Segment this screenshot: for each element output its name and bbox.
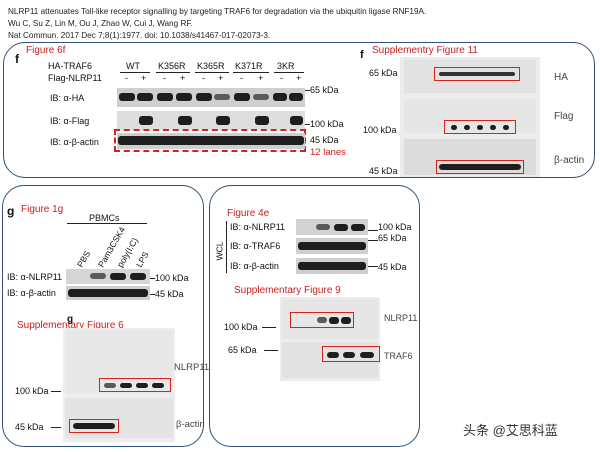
sign-9: - xyxy=(280,73,283,83)
ha-traf6-label: HA-TRAF6 xyxy=(48,61,93,71)
blot-actin-1g xyxy=(66,286,150,300)
citation-title: NLRP11 attenuates Toll-like receptor sig… xyxy=(8,7,427,16)
blot-label-traf6-4e: IB: α-TRAF6 xyxy=(230,241,281,251)
supp6-box-actin xyxy=(69,419,119,433)
sign-7: - xyxy=(240,73,243,83)
figure-6f-tag: Figure 6f xyxy=(26,45,66,56)
supp11-label-actin: β-actin xyxy=(554,155,585,166)
marker-65-kda: 65 kDa xyxy=(310,85,339,95)
supp11-box-actin xyxy=(436,160,524,174)
blot-label-actin: IB: α-β-actin xyxy=(50,137,99,147)
e-marker-65: 65 kDa xyxy=(378,233,407,243)
supp6-label-actin: β-actin xyxy=(176,419,205,430)
blot-nlrp11-1g xyxy=(66,269,150,284)
wcl-label: WCL xyxy=(214,241,225,261)
supp11-marker-100: 100 kDa xyxy=(363,125,397,135)
group-k356r: K356R xyxy=(158,61,186,71)
sign-1: - xyxy=(125,73,128,83)
supp11-marker-65: 65 kDa xyxy=(369,68,398,78)
sign-6: + xyxy=(218,73,224,83)
blot-label-nlrp11-4e: IB: α-NLRP11 xyxy=(230,222,286,232)
blot-label-actin-1g: IB: α-β-actin xyxy=(7,288,56,298)
g-marker-100: 100 kDa xyxy=(155,273,189,283)
figure-1g-letter: g xyxy=(7,204,15,218)
blot-actin-4e xyxy=(296,258,368,274)
blot-actin xyxy=(117,133,305,149)
e-marker-45: 45 kDa xyxy=(378,262,407,272)
supp-figure-6-tag: Supplementary Figure 6 xyxy=(17,320,124,331)
supp-figure-11-tag: Supplementry Figure 11 xyxy=(372,45,478,56)
actin-12-lanes-box xyxy=(114,129,306,152)
supp-figure-11-letter: f xyxy=(360,49,364,61)
supp11-box-flag xyxy=(444,120,516,134)
group-wt: WT xyxy=(126,61,140,71)
panel-figure-4e: Figure 4e WCL IB: α-NLRP11 IB: α-TRAF6 I… xyxy=(209,185,420,447)
twelve-lanes-note: 12 lanes xyxy=(310,147,346,158)
blot-label-actin-4e: IB: α-β-actin xyxy=(230,261,279,271)
sign-3: - xyxy=(163,73,166,83)
group-3kr: 3KR xyxy=(277,61,295,71)
supp9-box-nlrp11 xyxy=(290,312,354,328)
watermark: 头条 @艾思科蓝 xyxy=(463,423,558,438)
figure-1g-tag: Figure 1g xyxy=(21,204,64,215)
supp11-marker-45: 45 kDa xyxy=(369,166,398,176)
figure-6f-letter: f xyxy=(15,52,19,66)
panel-figure-6f: Figure 6f f HA-TRAF6 Flag-NLRP11 WT K356… xyxy=(3,42,595,178)
supp-figure-6-letter: g xyxy=(67,314,74,325)
sign-5: - xyxy=(202,73,205,83)
sign-8: + xyxy=(258,73,264,83)
supp6-marker-100: 100 kDa xyxy=(15,386,49,396)
supp9-label-nlrp11: NLRP11 xyxy=(384,313,418,323)
supp9-marker-100: 100 kDa xyxy=(224,322,258,332)
group-k371r: K371R xyxy=(235,61,263,71)
pbmcs-label: PBMCs xyxy=(89,213,120,223)
lane-lps: LPS xyxy=(134,249,151,269)
marker-45-kda: 45 kDa xyxy=(310,135,339,145)
panel-figure-1g: g Figure 1g PBMCs PBS Pam3CSK4 poly(I:C)… xyxy=(2,185,209,447)
sign-2: + xyxy=(141,73,147,83)
citation-journal: Nat Commun. 2017 Dec 7;8(1):1977. doi: 1… xyxy=(8,31,271,40)
figure-4e-tag: Figure 4e xyxy=(227,208,270,219)
supp9-marker-65: 65 kDa xyxy=(228,345,257,355)
blot-ha xyxy=(117,88,305,107)
supp-figure-9-tag: Supplementary Figure 9 xyxy=(234,285,341,296)
supp6-marker-45: 45 kDa xyxy=(15,422,44,432)
supp9-label-traf6: TRAF6 xyxy=(384,351,413,361)
blot-label-flag: IB: α-Flag xyxy=(50,116,90,126)
citation-authors: Wu C, Su Z, Lin M, Ou J, Zhao W, Cui J, … xyxy=(8,19,193,28)
marker-100-kda: 100 kDa xyxy=(310,119,344,129)
supp6-label-nlrp11: NLRP11 xyxy=(174,362,210,373)
supp11-box-ha xyxy=(434,67,520,81)
lane-pbs: PBS xyxy=(75,249,93,269)
blot-traf6-4e xyxy=(296,238,368,254)
supp11-label-ha: HA xyxy=(554,72,568,83)
flag-nlrp11-label: Flag-NLRP11 xyxy=(48,73,102,83)
blot-label-nlrp11: IB: α-NLRP11 xyxy=(7,272,63,282)
supp9-box-traf6 xyxy=(322,346,380,362)
supp6-box-nlrp11 xyxy=(99,378,171,392)
g-marker-45: 45 kDa xyxy=(155,289,184,299)
e-marker-100: 100 kDa xyxy=(378,222,412,232)
blot-nlrp11-4e xyxy=(296,219,368,235)
sign-10: + xyxy=(296,73,302,83)
blot-label-ha: IB: α-HA xyxy=(50,93,85,103)
sign-4: + xyxy=(180,73,186,83)
group-k365r: K365R xyxy=(197,61,225,71)
supp11-label-flag: Flag xyxy=(554,111,574,122)
blot-flag xyxy=(117,111,305,130)
